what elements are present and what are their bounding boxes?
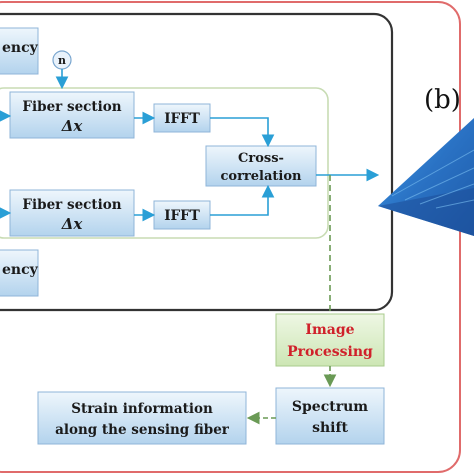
cross-correlation-box: Cross- correlation bbox=[205, 145, 317, 187]
n-node: n bbox=[52, 50, 72, 70]
frequency-box-bottom: ency bbox=[0, 249, 39, 297]
cross-line2: correlation bbox=[221, 169, 303, 184]
strain-line2: along the sensing fiber bbox=[55, 422, 230, 438]
spectrum-line1: Spectrum bbox=[292, 399, 368, 415]
strain-information-box: Strain information along the sensing fib… bbox=[37, 391, 247, 445]
fiber-section-bottom: Fiber section Δx bbox=[9, 189, 135, 237]
cross-line1: Cross- bbox=[238, 151, 284, 166]
fiber-bottom-line1: Fiber section bbox=[22, 197, 121, 213]
fiber-bottom-line2: Δx bbox=[61, 215, 84, 233]
fiber-top-line2: Δx bbox=[61, 117, 84, 135]
spectrum-shift-box: Spectrum shift bbox=[275, 387, 385, 445]
image-processing-line1: Image bbox=[305, 322, 354, 338]
frequency-bottom-label: ency bbox=[2, 262, 39, 278]
image-processing-line2: Processing bbox=[287, 344, 373, 360]
image-processing-box: Image Processing bbox=[275, 313, 385, 367]
outer-frame bbox=[0, 1, 461, 473]
fiber-top-line1: Fiber section bbox=[22, 99, 121, 115]
frequency-top-label: ency bbox=[2, 40, 39, 56]
inner-frame bbox=[0, 12, 394, 312]
processing-region bbox=[0, 87, 329, 239]
ifft-box-bottom: IFFT bbox=[153, 200, 211, 230]
ifft-box-top: IFFT bbox=[153, 103, 211, 133]
spectrum-line2: shift bbox=[312, 420, 348, 436]
ifft-bottom-label: IFFT bbox=[164, 208, 200, 224]
panel-label: (b) bbox=[424, 85, 461, 115]
arrow-ifft-top-to-cross bbox=[210, 117, 275, 148]
frequency-box-top: ency bbox=[0, 27, 39, 75]
fiber-section-top: Fiber section Δx bbox=[9, 91, 135, 139]
ifft-top-label: IFFT bbox=[164, 111, 200, 127]
strain-line1: Strain information bbox=[71, 401, 213, 417]
n-label: n bbox=[58, 54, 66, 67]
surface-plot bbox=[378, 118, 474, 236]
arrow-ifft-bottom-to-cross bbox=[210, 184, 275, 216]
